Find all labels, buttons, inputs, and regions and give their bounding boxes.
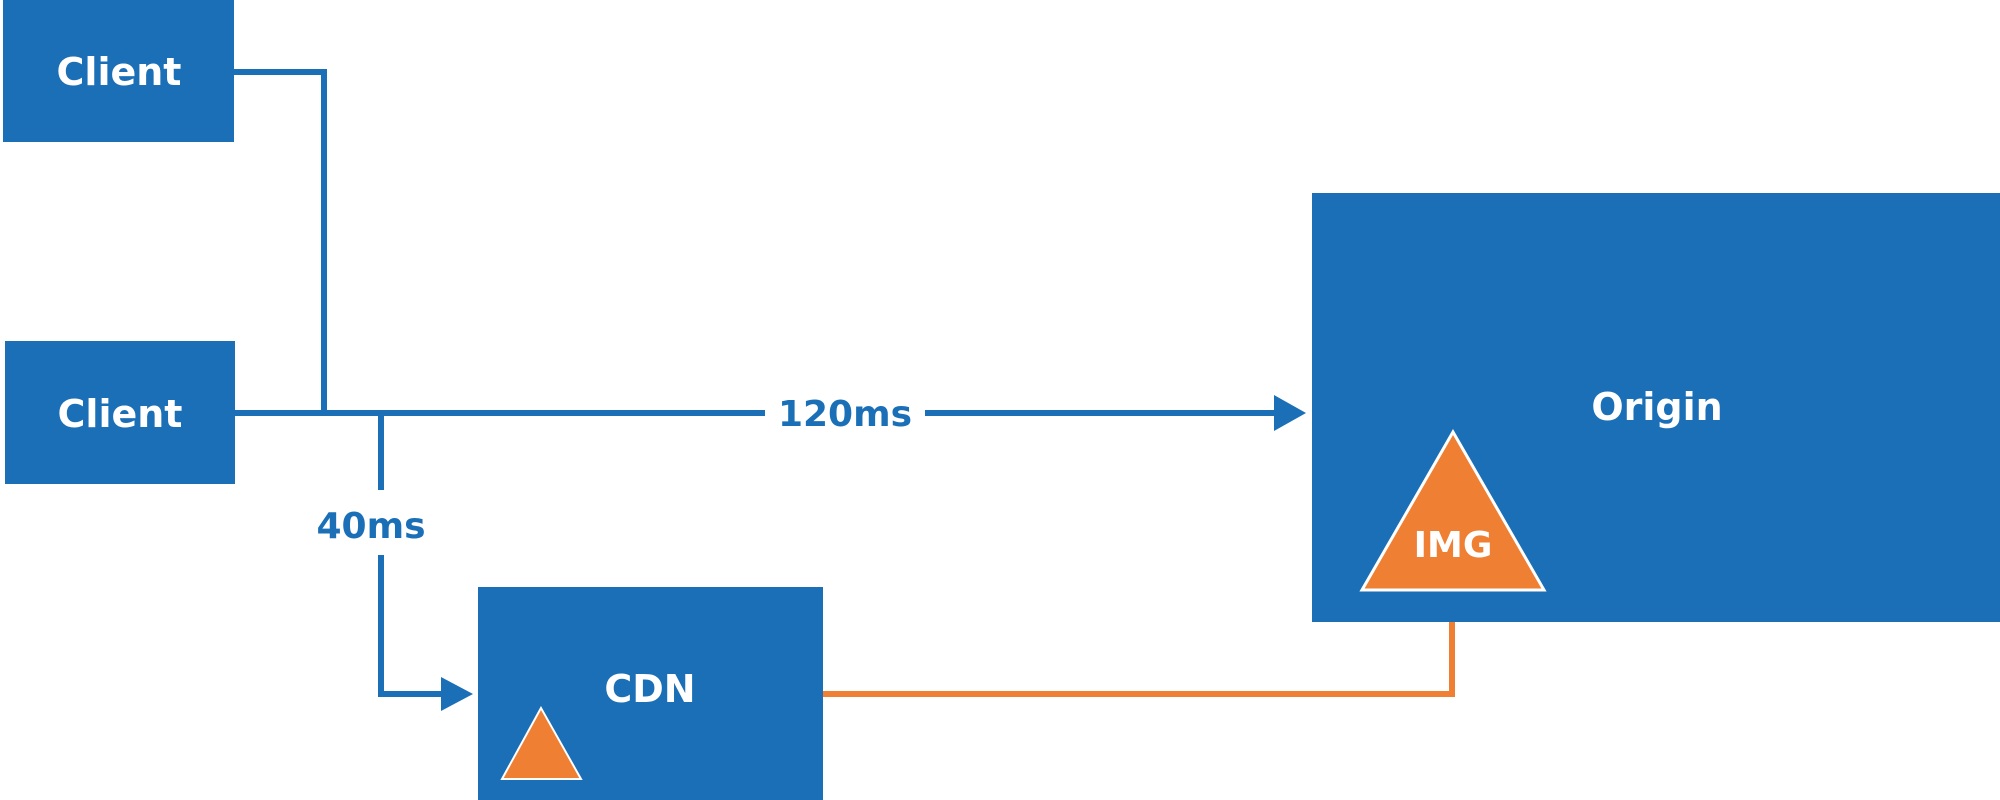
cdn-latency-label: 40ms xyxy=(316,506,425,547)
cdn-node-label: CDN xyxy=(604,667,695,711)
origin-asset-triangle xyxy=(1359,428,1547,592)
client-node-1-box xyxy=(3,0,234,142)
cdn-node: CDN xyxy=(478,587,823,800)
client-node-2-label: Client xyxy=(58,392,183,436)
origin-arrowhead xyxy=(1274,395,1306,431)
client-1-connector xyxy=(233,69,327,413)
origin-node-label: Origin xyxy=(1591,385,1722,429)
client-node-1: Client xyxy=(3,0,234,142)
client-node-1-label: Client xyxy=(57,50,182,94)
cdn-origin-fetch-line xyxy=(822,590,1455,697)
cdn-branch-bottom xyxy=(378,555,445,697)
direct-latency-label: 120ms xyxy=(778,394,912,435)
cdn-arrowhead xyxy=(441,677,473,711)
origin-image-asset: IMG xyxy=(1359,428,1547,592)
origin-asset-label: IMG xyxy=(1414,525,1493,566)
client-node-2: Client xyxy=(5,341,235,484)
cdn-cached-asset-triangle xyxy=(500,705,583,780)
client-node-2-box xyxy=(5,341,235,484)
origin-node: Origin IMG xyxy=(1312,193,2000,622)
